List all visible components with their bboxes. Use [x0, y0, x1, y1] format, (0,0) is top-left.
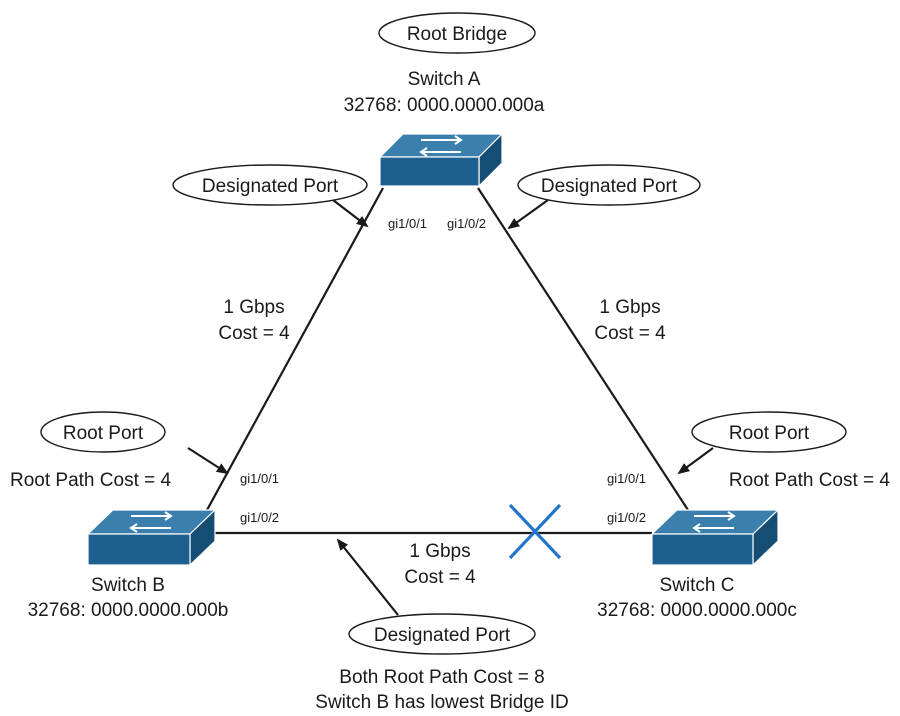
switch-b-name: Switch B [91, 575, 165, 596]
designated-port-label-a-right: Designated Port [541, 176, 678, 197]
link-a-c [477, 187, 689, 511]
link-ac-cost: Cost = 4 [594, 323, 666, 344]
switch-b-root-path-cost: Root Path Cost = 4 [10, 470, 171, 491]
port-label-c-lower: gi1/0/2 [607, 510, 646, 525]
switch-a-icon [378, 132, 504, 188]
root-port-callout-c [691, 411, 847, 453]
port-label-a-left: gi1/0/1 [388, 216, 427, 231]
root-bridge-label: Root Bridge [407, 24, 507, 45]
switch-b-icon [86, 508, 217, 567]
root-bridge-callout [378, 12, 536, 54]
arrow-a-left-port [332, 199, 369, 228]
arrow-b-root-port [187, 447, 229, 475]
designated-port-callout-bc [348, 613, 536, 655]
footnote-line-1: Both Root Path Cost = 8 [339, 667, 544, 688]
switch-a-bridge-id: 32768: 0000.0000.000a [344, 95, 545, 116]
link-a-b [206, 187, 384, 511]
port-label-b-upper: gi1/0/1 [240, 471, 279, 486]
link-ac-speed: 1 Gbps [599, 297, 660, 318]
footnote-line-2: Switch B has lowest Bridge ID [315, 692, 568, 713]
arrow-a-right-port [507, 199, 549, 230]
link-bc-speed: 1 Gbps [409, 541, 470, 562]
switch-c-name: Switch C [660, 575, 735, 596]
blocked-port-x-icon [508, 503, 562, 560]
port-label-b-lower: gi1/0/2 [240, 510, 279, 525]
link-bc-cost: Cost = 4 [404, 567, 476, 588]
switch-c-root-path-cost: Root Path Cost = 4 [729, 470, 890, 491]
switch-c-bridge-id: 32768: 0000.0000.000c [597, 600, 797, 621]
root-port-label-c: Root Port [729, 423, 810, 444]
arrow-bc-designated-port [336, 538, 399, 616]
designated-port-label-bc: Designated Port [374, 625, 511, 646]
link-ab-cost: Cost = 4 [218, 323, 290, 344]
switch-c-icon [650, 508, 780, 567]
arrow-c-root-port [677, 447, 714, 475]
switch-b-bridge-id: 32768: 0000.0000.000b [28, 600, 229, 621]
designated-port-label-a-left: Designated Port [202, 176, 339, 197]
port-label-a-right: gi1/0/2 [447, 216, 486, 231]
link-ab-speed: 1 Gbps [223, 297, 284, 318]
designated-port-callout-a-right [517, 164, 701, 206]
switch-a-name: Switch A [408, 69, 481, 90]
root-port-callout-b [40, 411, 166, 453]
designated-port-callout-a-left [172, 164, 368, 206]
port-label-c-upper: gi1/0/1 [607, 471, 646, 486]
root-port-label-b: Root Port [63, 423, 144, 444]
